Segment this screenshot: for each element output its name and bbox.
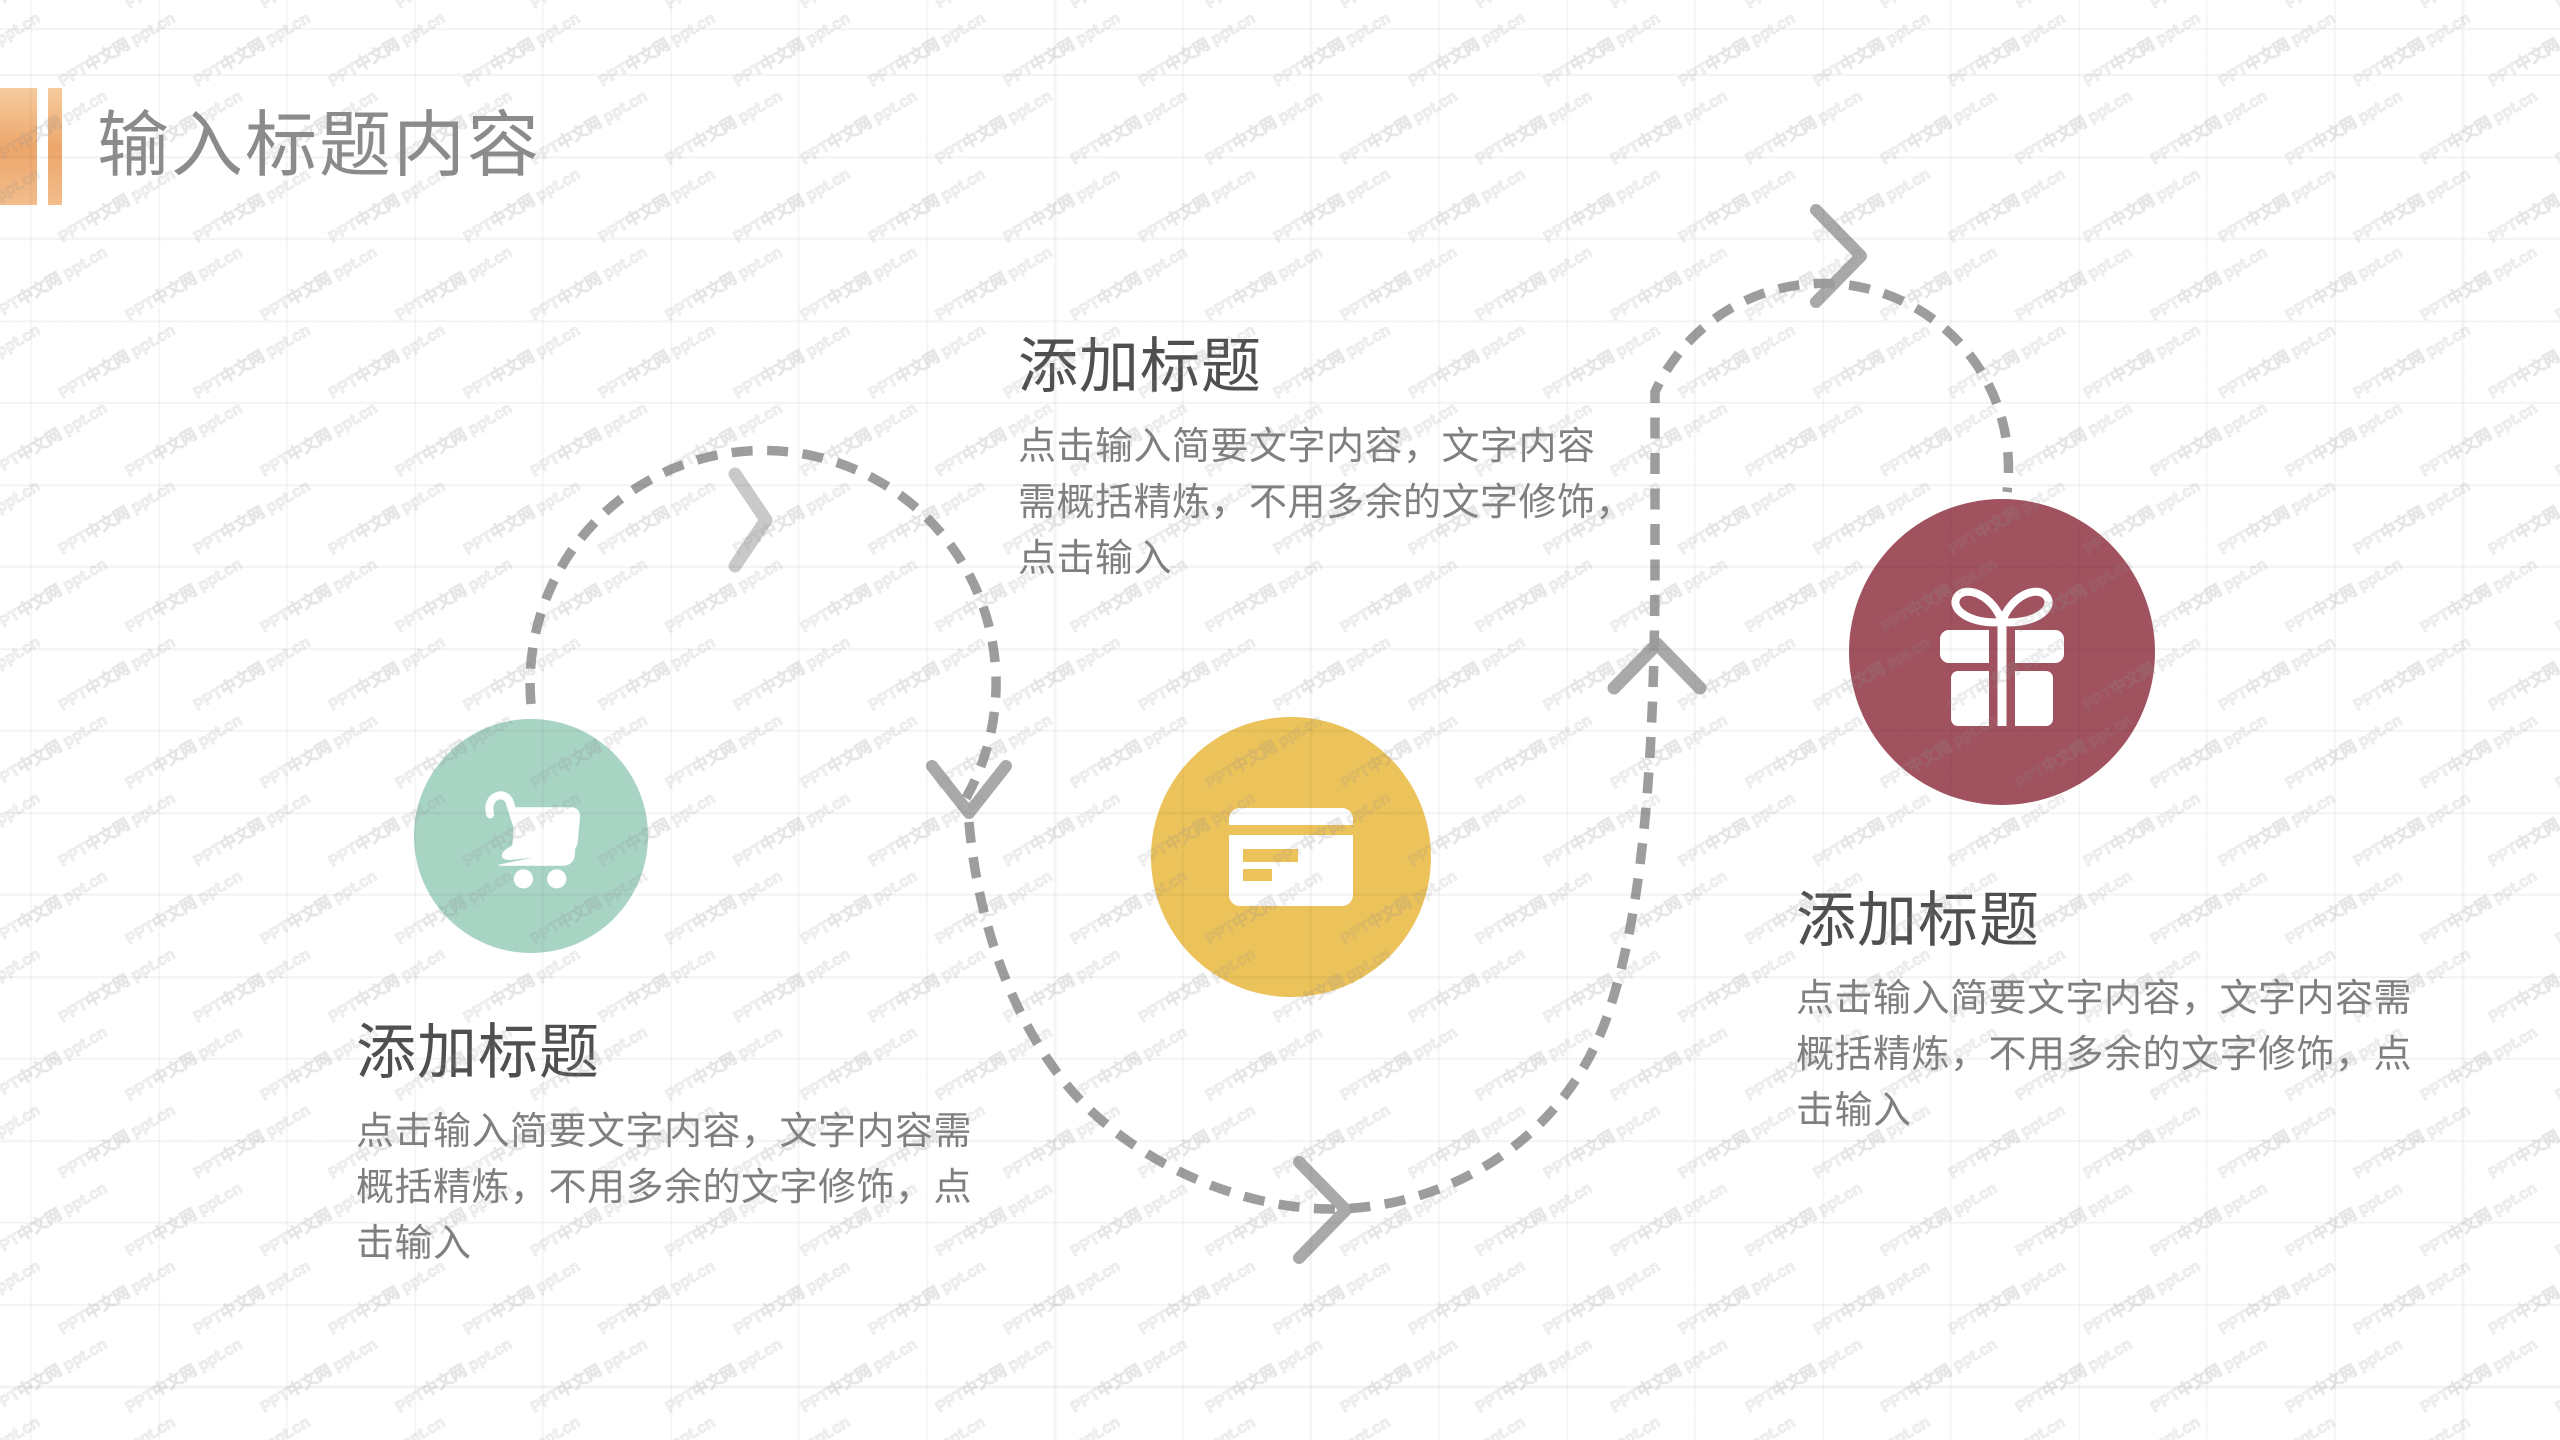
step-1-title[interactable]: 添加标题: [356, 1019, 600, 1086]
title-accent-bar: [0, 88, 37, 205]
title-accent-bar-thin: [48, 88, 62, 205]
shopping-cart-icon: [485, 791, 581, 889]
step-1-body[interactable]: 点击输入简要文字内容，文字内容需 概括精炼，不用多余的文字修饰，点 击输入: [356, 1111, 973, 1265]
step-3-title[interactable]: 添加标题: [1796, 887, 2040, 954]
step-node-cart[interactable]: [414, 719, 648, 953]
arrow-right-2-icon: [1293, 1156, 1352, 1264]
gift-icon: [1940, 587, 2064, 726]
step-2-body[interactable]: 点击输入简要文字内容，文字内容 需概括精炼，不用多余的文字修饰， 点击输入: [1018, 426, 1635, 580]
arrow-right-1-icon: [728, 467, 773, 573]
dashed-connector-left-loop: [525, 445, 1001, 801]
credit-card-icon: [1229, 808, 1353, 906]
step-node-gift[interactable]: [1849, 499, 2155, 805]
step-2-title[interactable]: 添加标题: [1018, 333, 1262, 400]
step-3-body[interactable]: 点击输入简要文字内容，文字内容需 概括精炼，不用多余的文字修饰，点 击输入: [1796, 978, 2413, 1132]
step-node-card[interactable]: [1151, 717, 1431, 997]
dashed-connector-right-loop: [964, 278, 2014, 1214]
page-title[interactable]: 输入标题内容: [97, 103, 542, 187]
arrow-down-icon: [926, 760, 1012, 819]
